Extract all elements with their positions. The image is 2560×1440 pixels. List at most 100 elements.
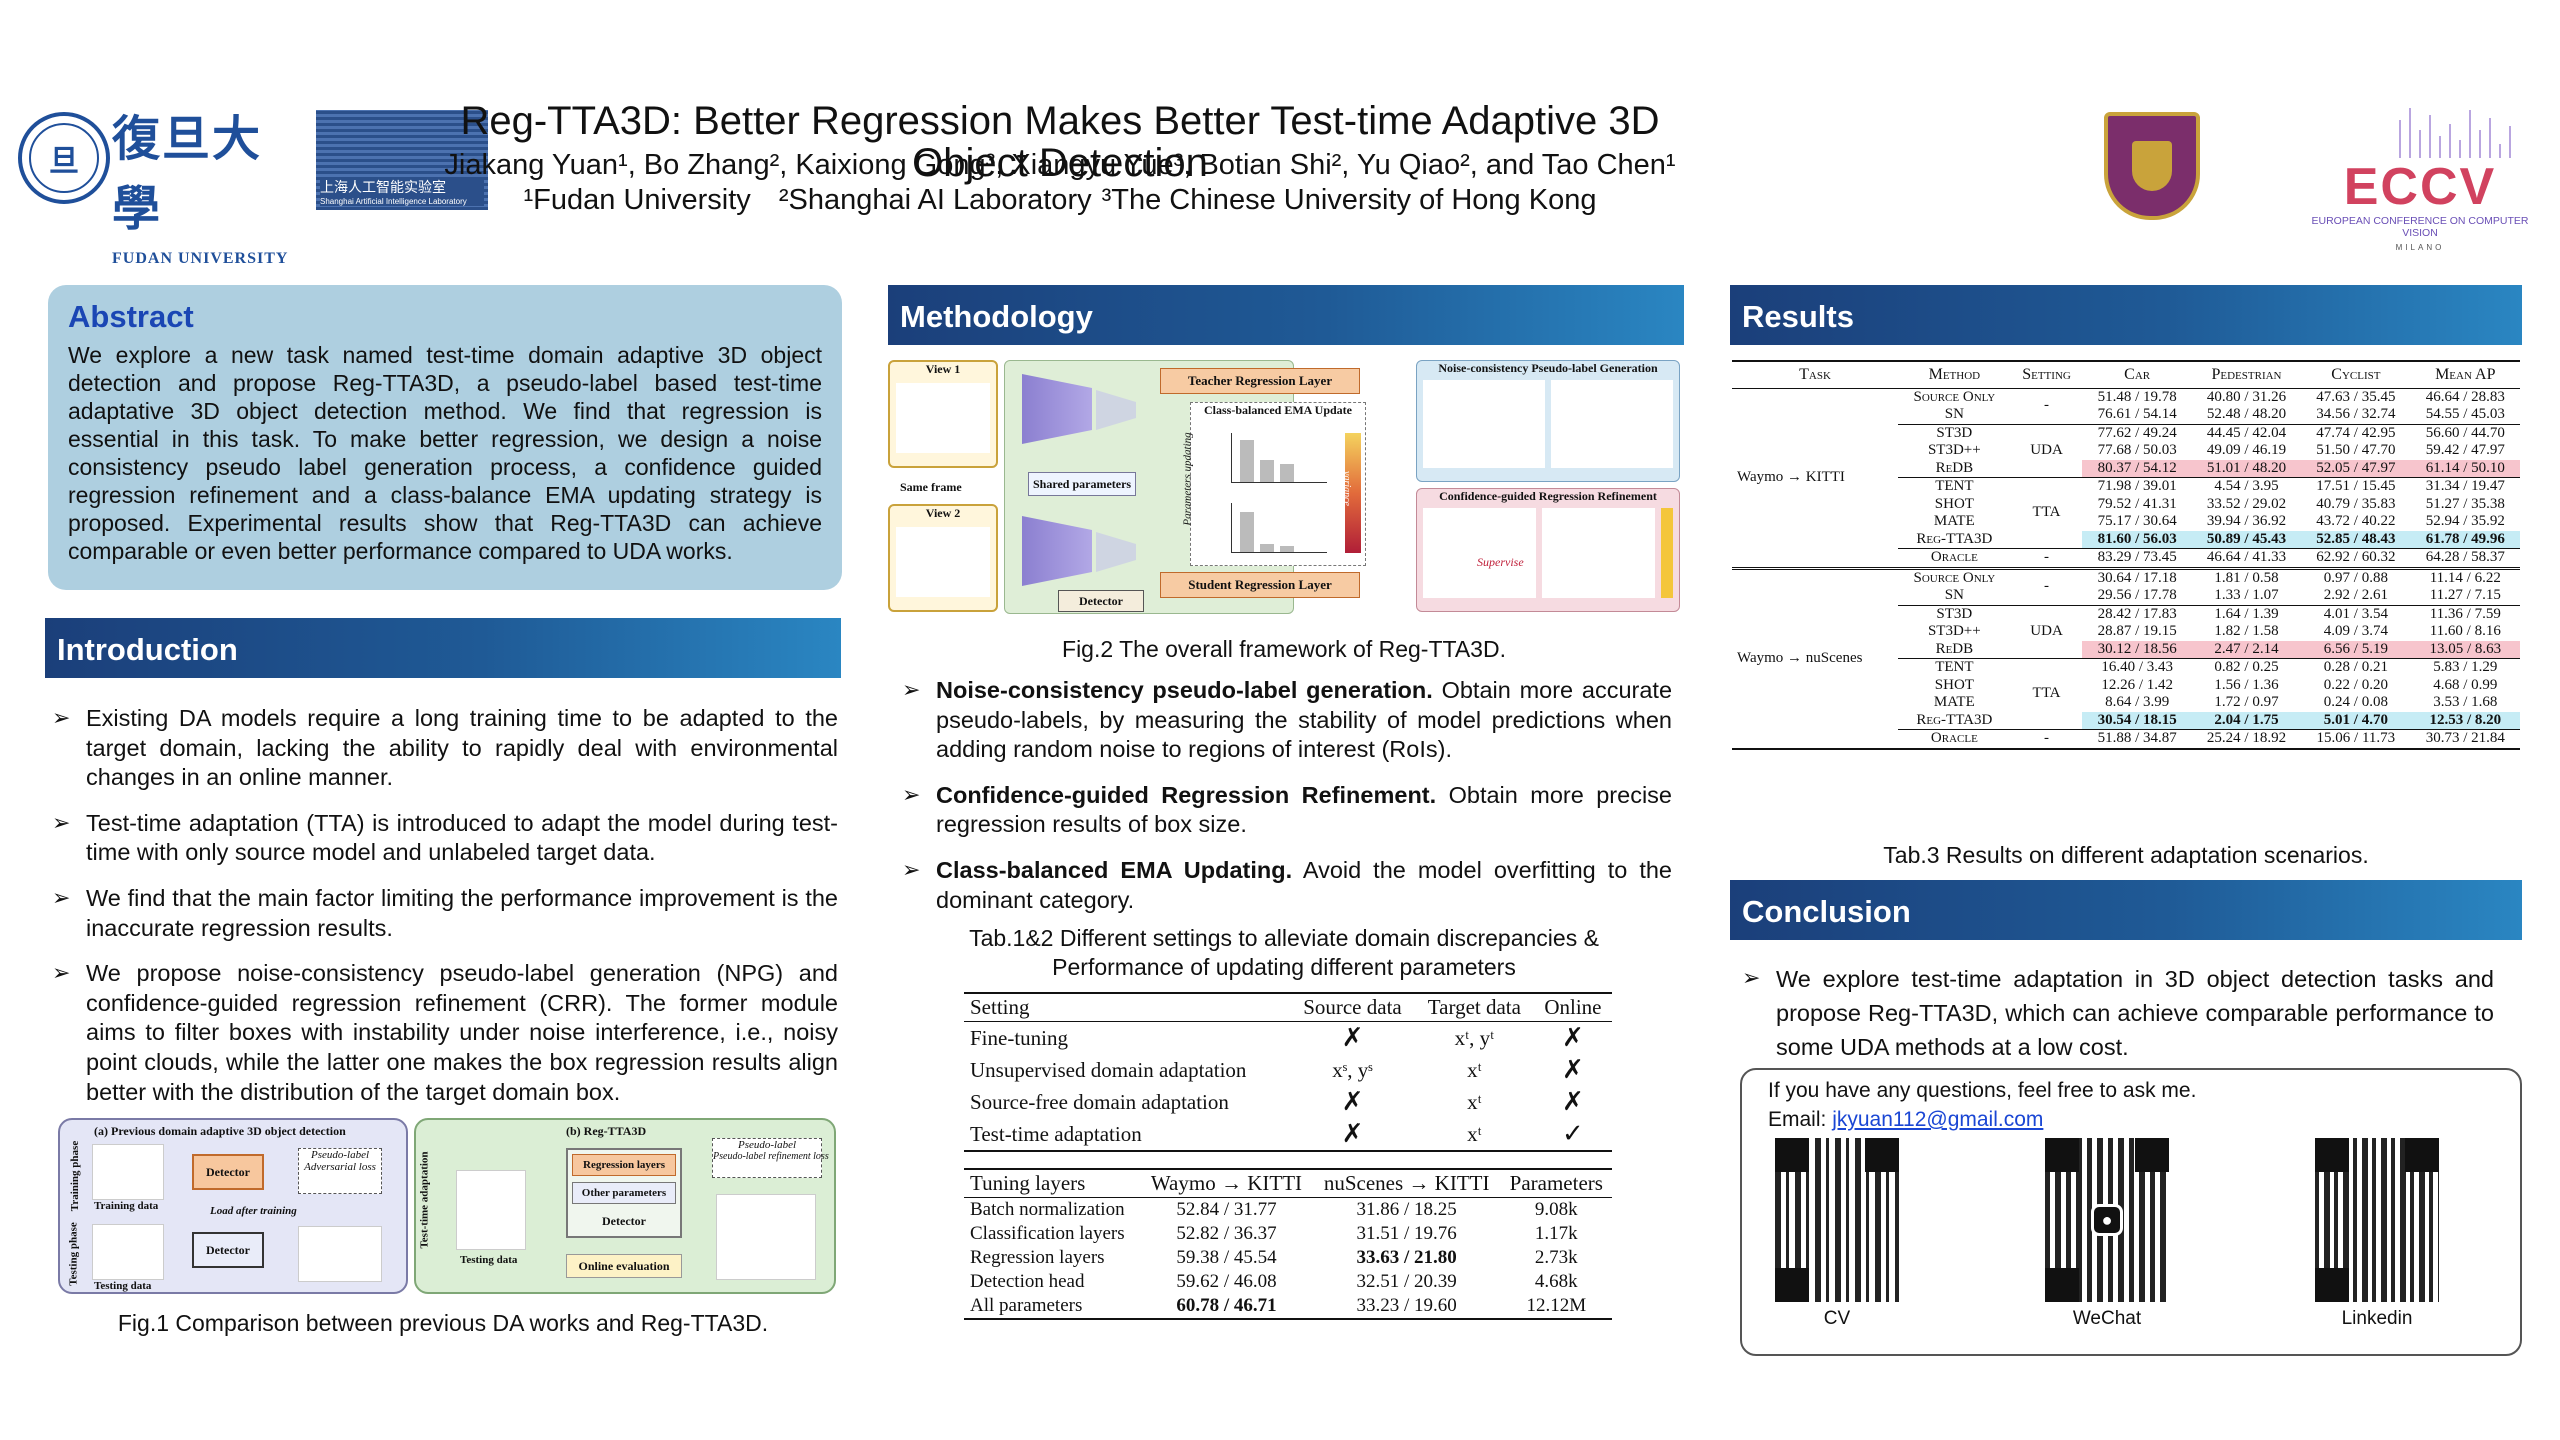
setting-cell: TTA xyxy=(2032,504,2061,521)
metric-cell: 4.01 / 3.54 xyxy=(2323,605,2388,622)
table-cell: xˢ, yˢ xyxy=(1332,1057,1373,1082)
method-cell: SHOT xyxy=(1934,495,1974,512)
table-cell: 59.38 / 45.54 xyxy=(1176,1247,1277,1268)
author-list: Jiakang Yuan¹, Bo Zhang², Kaixiong Gong³… xyxy=(444,149,1676,181)
wechat-icon: ● xyxy=(2091,1204,2123,1236)
metric-cell: 28.42 / 17.83 xyxy=(2097,605,2177,622)
method-cell: Reg-TTA3D xyxy=(1916,711,1993,728)
metric-cell: 12.26 / 1.42 xyxy=(2101,676,2173,693)
metric-cell: 0.82 / 0.25 xyxy=(2214,659,2279,675)
table-cell: 52.82 / 36.37 xyxy=(1176,1223,1277,1244)
method-cell: ST3D xyxy=(1936,424,1973,441)
metric-cell: 75.17 / 30.64 xyxy=(2097,513,2177,529)
fig1-other-params: Other parameters xyxy=(572,1182,676,1204)
abstract-panel: Abstract We explore a new task named tes… xyxy=(48,285,842,590)
intro-bullet: ➢Test-time adaptation (TTA) is introduce… xyxy=(52,809,838,866)
metric-cell: 1.82 / 1.58 xyxy=(2214,623,2279,639)
method-cell: ST3D++ xyxy=(1927,623,1981,639)
task-cell: Waymo → KITTI xyxy=(1737,468,1845,485)
metric-cell: 0.22 / 0.20 xyxy=(2323,676,2388,693)
metric-cell: 62.92 / 60.32 xyxy=(2316,549,2396,565)
metric-cell: 33.52 / 29.02 xyxy=(2206,495,2287,512)
eccv-city: MILANO xyxy=(2395,243,2445,252)
fig2-npg-panel: Noise-consistency Pseudo-label Generatio… xyxy=(1416,360,1680,482)
table-header-cell: Waymo → KITTI xyxy=(1150,1171,1303,1195)
conclusion-list: ➢We explore test-time adaptation in 3D o… xyxy=(1742,962,2494,1080)
method-cell: ReDB xyxy=(1935,459,1974,476)
setting-cell: UDA xyxy=(2030,623,2063,639)
method-cell: TENT xyxy=(1935,478,1974,494)
methodology-list: ➢Noise-consistency pseudo-label generati… xyxy=(902,676,1672,931)
table-header-cell: Parameters xyxy=(1509,1171,1603,1195)
affil-shailab: ²Shanghai AI Laboratory xyxy=(778,184,1092,216)
metric-cell: 5.01 / 4.70 xyxy=(2301,711,2411,730)
table-cell: ✗ xyxy=(1341,1119,1364,1148)
table-header-cell: Setting xyxy=(2022,366,2071,383)
setting-cell: UDA xyxy=(2030,442,2063,458)
metric-cell: 46.64 / 41.33 xyxy=(2206,549,2287,565)
fig1-regression-layers: Regression layers xyxy=(572,1154,676,1176)
table-cell: ✗ xyxy=(1562,1055,1584,1084)
method-bullet: ➢Class-balanced EMA Updating. Avoid the … xyxy=(902,857,1673,913)
method-cell: SN xyxy=(1944,406,1964,422)
fig1-training-data: Training data xyxy=(94,1200,159,1212)
table-cell: 4.68k xyxy=(1534,1271,1578,1292)
eccv-skyline-icon xyxy=(2399,108,2511,158)
metric-cell: 1.64 / 1.39 xyxy=(2214,605,2279,622)
method-cell: Reg-TTA3D xyxy=(1916,530,1993,547)
fig1-pointcloud-image xyxy=(456,1170,526,1250)
email-link[interactable]: jkyuan112@gmail.com xyxy=(1832,1108,2044,1131)
metric-cell: 1.72 / 0.97 xyxy=(2214,694,2279,710)
metric-cell: 50.89 / 45.43 xyxy=(2191,530,2302,549)
metric-cell: 54.55 / 45.03 xyxy=(2425,406,2505,422)
table-cell: ✗ xyxy=(1562,1023,1584,1052)
metric-cell: 3.53 / 1.68 xyxy=(2433,694,2498,710)
table-cell: 32.51 / 20.39 xyxy=(1356,1271,1457,1292)
metric-cell: 47.63 / 35.45 xyxy=(2316,388,2396,405)
qr-code-icon xyxy=(1775,1138,1899,1302)
table-header-cell: Mean AP xyxy=(2435,366,2496,383)
fig2-backbone-bottom xyxy=(1022,516,1092,586)
metric-cell: 61.14 / 50.10 xyxy=(2410,459,2520,478)
table-cell: Detection head xyxy=(970,1271,1085,1292)
conclusion-bullet: ➢We explore test-time adaptation in 3D o… xyxy=(1742,962,2494,1064)
table-cell: 60.78 / 46.71 xyxy=(1176,1295,1277,1316)
arrow-bullet-icon: ➢ xyxy=(902,781,921,807)
qr-cv[interactable]: CV xyxy=(1772,1138,1902,1330)
metric-cell: 0.28 / 0.21 xyxy=(2323,659,2388,675)
method-cell: Oracle xyxy=(1930,730,1978,746)
table-cell: 9.08k xyxy=(1534,1199,1578,1220)
metric-cell: 30.64 / 17.18 xyxy=(2097,569,2177,586)
poster-title: Reg-TTA3D: Better Regression Makes Bette… xyxy=(460,99,1660,185)
table-cell: Batch normalization xyxy=(970,1199,1125,1220)
metric-cell: 30.12 / 18.56 xyxy=(2082,640,2192,659)
table-cell: 31.51 / 19.76 xyxy=(1356,1223,1457,1244)
fig1-previous-da-panel: (a) Previous domain adaptive 3D object d… xyxy=(58,1118,408,1294)
tab3-caption: Tab.3 Results on different adaptation sc… xyxy=(1883,842,2369,868)
fig2-caption: Fig.2 The overall framework of Reg-TTA3D… xyxy=(1062,636,1506,662)
fig1-detector-box: Detector xyxy=(192,1232,264,1268)
setting-cell: TTA xyxy=(2032,685,2061,702)
qr-linkedin[interactable]: Linkedin xyxy=(2312,1138,2442,1330)
table-cell: 1.17k xyxy=(1534,1223,1578,1244)
table-cell: ✓ xyxy=(1562,1119,1584,1148)
metric-cell: 77.62 / 49.24 xyxy=(2097,424,2177,441)
eccv-logo: ECCV EUROPEAN CONFERENCE ON COMPUTER VIS… xyxy=(2300,100,2540,252)
setting-cell: - xyxy=(2044,549,2050,565)
fig2-student-layer: Student Regression Layer xyxy=(1160,572,1360,598)
qr-wechat[interactable]: ● WeChat xyxy=(2042,1138,2172,1330)
metric-cell: 56.60 / 44.70 xyxy=(2425,424,2505,441)
metric-cell: 2.92 / 2.61 xyxy=(2323,587,2388,603)
